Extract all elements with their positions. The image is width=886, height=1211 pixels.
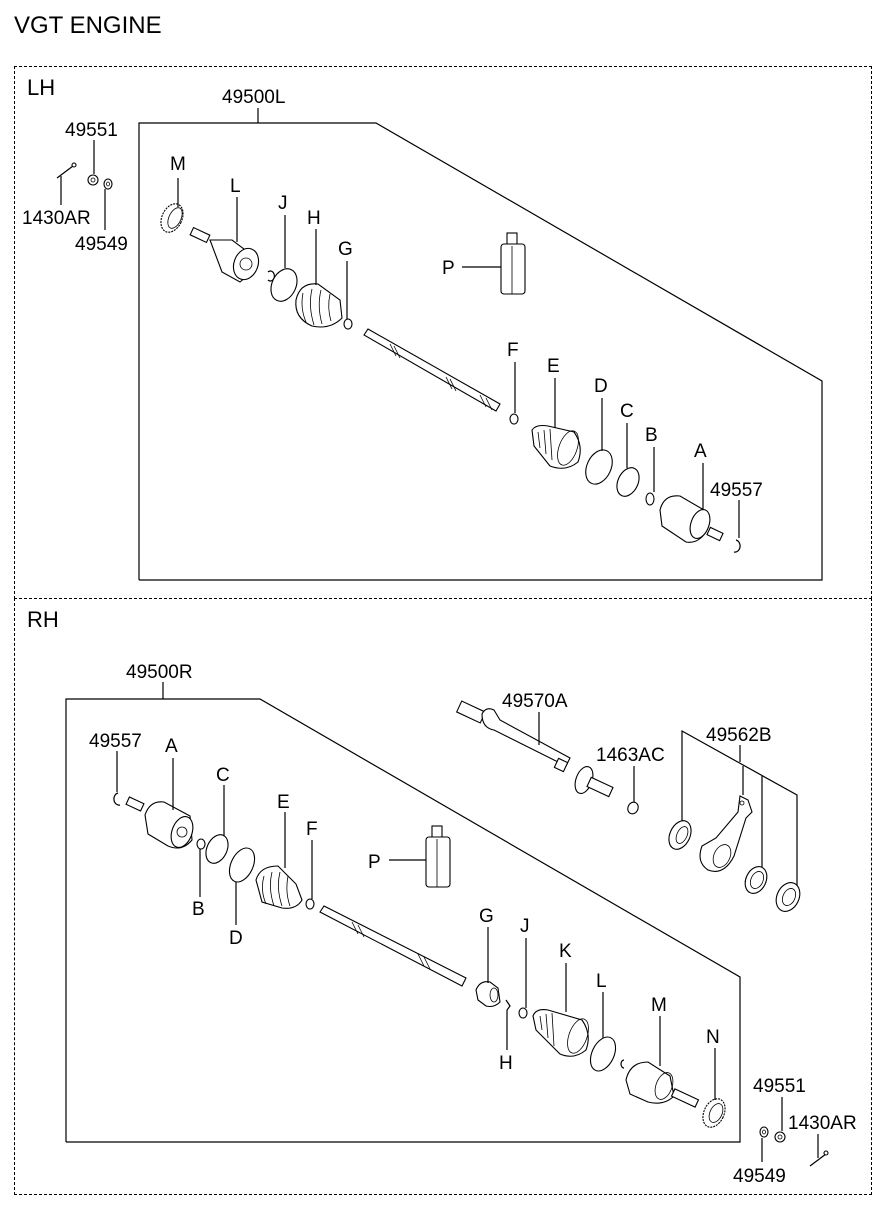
lh-part-p-grease-icon <box>462 232 526 295</box>
lh-part-l-outer-joint-icon <box>189 197 260 283</box>
lh-part-g-label: G <box>338 239 353 260</box>
lh-washer-number: 49549 <box>75 234 128 255</box>
lh-part-d-clamp-icon <box>585 398 613 485</box>
rh-assembly-number: 49500R <box>126 662 193 683</box>
rh-part-p-label: P <box>368 852 381 873</box>
lh-part-j-label: J <box>278 193 288 214</box>
rh-bearing-bracket-icon <box>699 795 753 872</box>
rh-part-k-label: K <box>559 941 572 962</box>
rh-part-h-label: H <box>499 1053 513 1074</box>
lh-nut-icon <box>87 140 99 186</box>
rh-part-j-label: J <box>520 916 530 937</box>
rh-part-g-label: G <box>479 906 494 927</box>
lh-part-m-tone-ring-icon <box>160 178 184 233</box>
lh-part-l-label: L <box>230 176 241 197</box>
diagram-title: VGT ENGINE <box>14 12 162 39</box>
rh-dust-seal-icon <box>775 882 801 912</box>
rh-panel-label: RH <box>27 607 59 632</box>
lh-part-c-label: C <box>620 401 634 422</box>
rh-part-n-label: N <box>706 1027 720 1048</box>
rh-drive-shaft-icon <box>319 905 467 987</box>
lh-part-h-boot-icon <box>295 229 343 328</box>
lh-nut-number: 49551 <box>65 120 118 141</box>
rh-part-h-clip-icon <box>505 999 511 1050</box>
rh-part-l-label: L <box>596 971 607 992</box>
lh-part-e-boot-icon <box>531 378 581 469</box>
rh-bearing-icon <box>744 866 768 894</box>
lh-assembly-number: 49500L <box>222 87 285 108</box>
rh-part-d-label: D <box>229 928 243 949</box>
rh-part-m-outer-joint-icon <box>625 1016 700 1108</box>
lh-drive-shaft-icon <box>363 328 501 412</box>
lh-circlip-number: 49557 <box>710 480 763 501</box>
rh-nut-icon <box>774 1097 786 1143</box>
rh-part-f-label: F <box>306 819 318 840</box>
lh-part-a-inner-joint-icon <box>659 463 724 543</box>
rh-washer-icon <box>759 1126 769 1162</box>
rh-part-d-clamp-icon <box>228 847 256 925</box>
lh-part-a-label: A <box>694 441 707 462</box>
rh-part-p-grease-icon <box>389 825 451 888</box>
rh-part-e-label: E <box>277 792 290 813</box>
rh-part-c-ring-icon <box>205 785 229 864</box>
lh-part-c-ring-icon <box>616 423 640 497</box>
lh-part-g-clamp-icon <box>343 261 353 330</box>
rh-part-j-clamp-icon <box>518 938 528 1019</box>
rh-intermediate-shaft-number: 49570A <box>502 691 568 712</box>
rh-part-a-label: A <box>165 736 178 757</box>
lh-bolt-number: 1430AR <box>22 208 91 229</box>
lh-washer-icon <box>103 178 113 230</box>
rh-intermediate-shaft-icon <box>455 700 614 798</box>
lh-bolt-icon <box>56 162 77 205</box>
lh-part-d-label: D <box>594 376 608 397</box>
rh-part-n-tone-ring-icon <box>702 1048 726 1128</box>
rh-bearing-bracket-number: 49562B <box>706 725 772 746</box>
rh-snap-ring-number: 1463AC <box>596 745 665 766</box>
rh-assembly-bracket <box>65 682 741 1143</box>
rh-part-clip-icon <box>620 1059 625 1069</box>
lh-part-p-label: P <box>442 258 455 279</box>
lh-part-f-label: F <box>507 340 519 361</box>
rh-panel: RH <box>14 598 872 1195</box>
rh-part-e-boot-icon <box>255 812 303 909</box>
rh-circlip-icon <box>113 751 121 806</box>
rh-washer-number: 49549 <box>733 1166 786 1187</box>
lh-part-clip-icon <box>267 270 275 282</box>
lh-panel-label: LH <box>27 75 56 100</box>
lh-assembly-bracket <box>138 108 823 581</box>
lh-part-b-ring-icon <box>645 447 655 506</box>
rh-part-c-label: C <box>216 765 230 786</box>
lh-part-m-label: M <box>170 154 186 175</box>
rh-bolt-number: 1430AR <box>788 1113 857 1134</box>
lh-circlip-icon <box>733 500 741 553</box>
lh-part-j-clamp-icon <box>270 215 298 302</box>
lh-part-h-label: H <box>307 208 321 229</box>
lh-part-b-label: B <box>645 425 658 446</box>
rh-nut-number: 49551 <box>753 1076 806 1097</box>
rh-part-a-inner-joint-icon <box>125 758 194 849</box>
lh-part-e-label: E <box>547 356 560 377</box>
rh-part-f-clamp-icon <box>305 840 315 910</box>
rh-part-b-ring-icon <box>196 838 206 897</box>
rh-circlip-number: 49557 <box>89 731 142 752</box>
rh-bolt-icon <box>809 1134 829 1167</box>
rh-bearing-bracket-group-bracket <box>681 729 798 889</box>
rh-part-l-clamp-icon <box>589 992 617 1072</box>
lh-part-f-clamp-icon <box>509 362 519 425</box>
rh-seal-ring-icon <box>668 820 692 850</box>
rh-part-k-boot-icon <box>532 963 589 1057</box>
rh-snap-ring-icon <box>627 766 639 815</box>
rh-part-m-label: M <box>651 995 667 1016</box>
rh-part-g-bearing-icon <box>475 927 501 1008</box>
rh-part-b-label: B <box>192 899 205 920</box>
